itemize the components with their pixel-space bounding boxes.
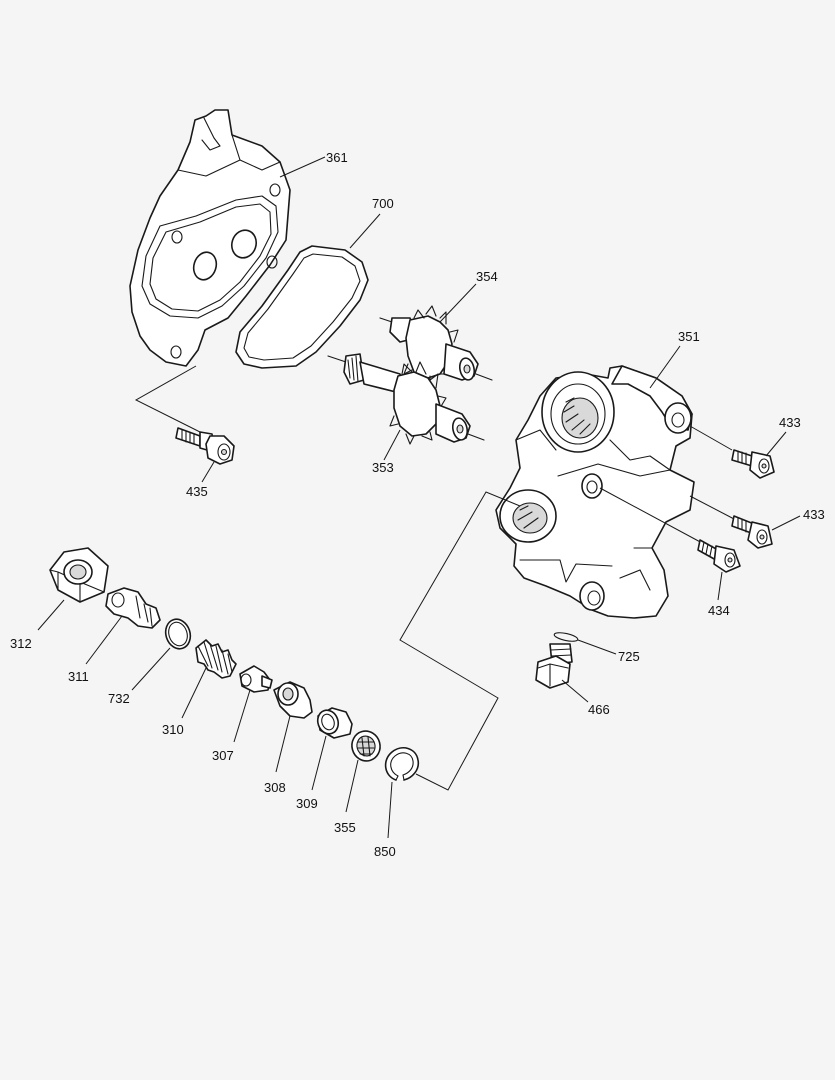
leader-311 — [85, 615, 123, 665]
leader-307 — [233, 689, 251, 743]
part-bolt-435[interactable] — [175, 427, 235, 465]
leader-310 — [181, 667, 207, 719]
leader-433a — [765, 431, 787, 457]
part-screen-355[interactable] — [349, 728, 384, 764]
callout-434: 434 — [708, 603, 730, 618]
callout-466: 466 — [588, 702, 610, 717]
leader-361 — [279, 156, 326, 178]
callout-351: 351 — [678, 329, 700, 344]
callout-311: 311 — [68, 669, 89, 684]
callout-725: 725 — [618, 649, 640, 664]
leader-355 — [345, 759, 359, 813]
leader-732 — [131, 647, 171, 691]
callout-433a: 433 — [779, 415, 801, 430]
part-poppet-307[interactable] — [239, 665, 273, 693]
part-gear-shaft-353[interactable] — [327, 353, 485, 445]
part-piston-308[interactable] — [273, 681, 313, 719]
part-plug-466[interactable] — [535, 643, 573, 689]
callout-433b: 433 — [803, 507, 825, 522]
callout-361: 361 — [326, 150, 348, 165]
callout-309: 309 — [296, 796, 318, 811]
part-retaining-ring-850[interactable] — [384, 747, 420, 781]
leader-433b-ref — [689, 495, 737, 521]
leader-353 — [383, 429, 401, 461]
part-hex-cap-312[interactable] — [49, 547, 109, 603]
part-oring-732[interactable] — [162, 616, 194, 652]
part-valve-seat-311[interactable] — [105, 587, 161, 629]
callout-307: 307 — [212, 748, 234, 763]
leader-relief-bore-ref — [399, 491, 521, 791]
callout-850: 850 — [374, 844, 396, 859]
callout-308: 308 — [264, 780, 286, 795]
leader-354 — [439, 283, 477, 323]
callout-354: 354 — [476, 269, 498, 284]
callout-435: 435 — [186, 484, 208, 499]
callout-353: 353 — [372, 460, 394, 475]
leader-725 — [577, 639, 617, 655]
leader-435-ref — [134, 365, 213, 439]
leader-466 — [561, 679, 589, 703]
part-cover-361[interactable] — [129, 109, 291, 367]
callout-355: 355 — [334, 820, 356, 835]
part-sleeve-309[interactable] — [314, 707, 353, 739]
callout-700: 700 — [372, 196, 394, 211]
part-bolt-433b[interactable] — [731, 515, 773, 549]
leader-433a-ref — [689, 425, 733, 451]
leader-850 — [387, 781, 393, 839]
callout-732: 732 — [108, 691, 130, 706]
leader-700 — [349, 213, 381, 249]
part-gear-354[interactable] — [379, 305, 493, 385]
leader-434 — [717, 571, 723, 601]
callout-310: 310 — [162, 722, 184, 737]
part-pump-body-351[interactable] — [495, 365, 695, 619]
leader-434-ref — [599, 487, 705, 545]
part-spring-310[interactable] — [195, 639, 237, 679]
part-gasket-700[interactable] — [235, 245, 369, 369]
leader-351 — [649, 345, 681, 389]
part-bolt-433a[interactable] — [731, 449, 775, 479]
part-oring-725[interactable] — [553, 631, 579, 643]
leader-435 — [201, 461, 215, 483]
callout-312: 312 — [10, 636, 32, 651]
part-bolt-434[interactable] — [697, 539, 741, 573]
leader-309 — [311, 735, 327, 791]
leader-312 — [37, 599, 65, 631]
leader-433b — [771, 515, 801, 531]
leader-308 — [275, 715, 291, 773]
